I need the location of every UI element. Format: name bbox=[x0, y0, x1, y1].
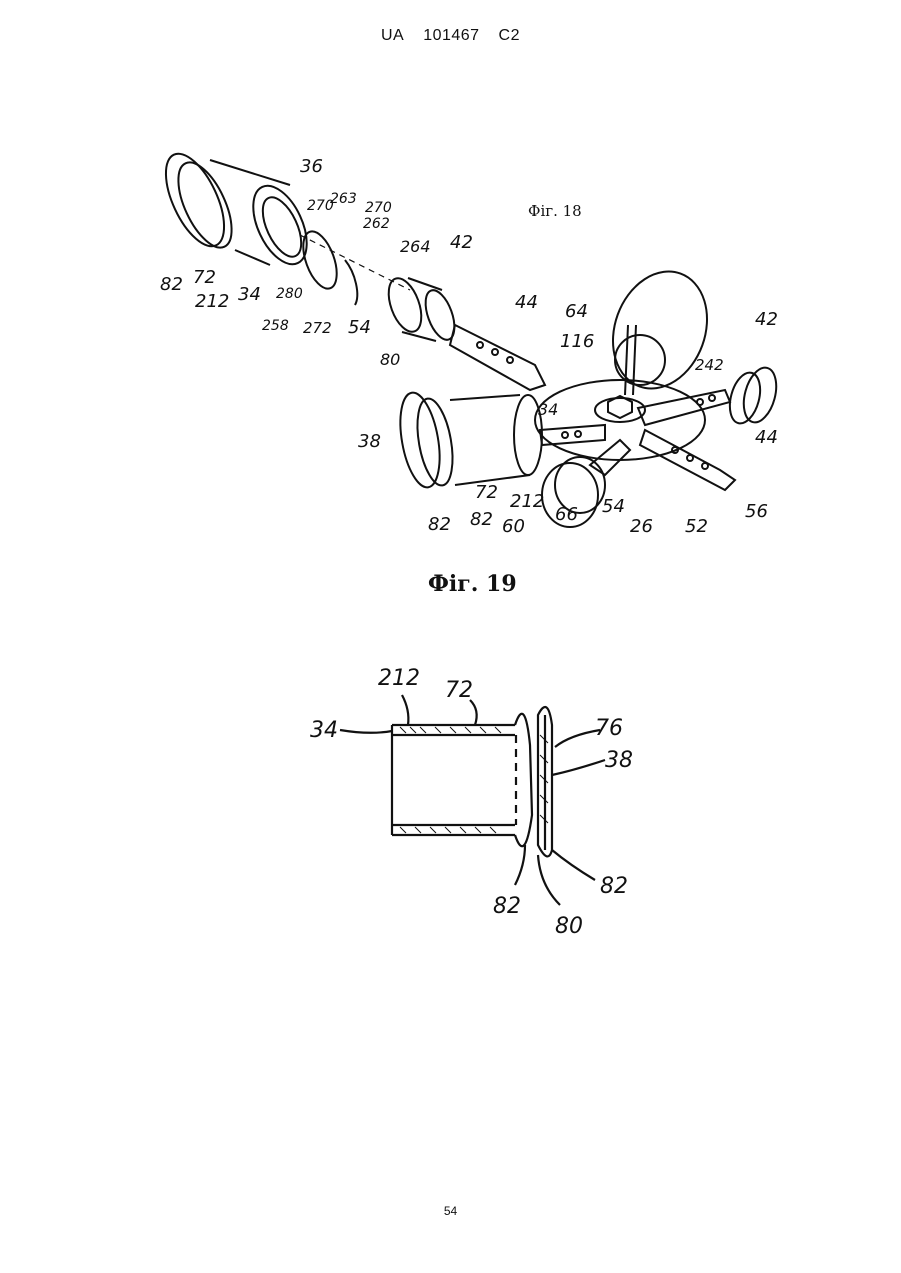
svg-text:212: 212 bbox=[195, 291, 229, 312]
svg-text:264: 264 bbox=[400, 237, 431, 256]
svg-text:52: 52 bbox=[685, 516, 708, 537]
svg-text:60: 60 bbox=[502, 516, 525, 537]
svg-text:82: 82 bbox=[470, 509, 493, 530]
svg-text:80: 80 bbox=[555, 914, 583, 939]
svg-text:270: 270 bbox=[365, 200, 392, 216]
svg-text:270: 270 bbox=[307, 198, 334, 214]
svg-text:212: 212 bbox=[378, 666, 420, 691]
svg-text:258: 258 bbox=[262, 318, 289, 334]
svg-text:44: 44 bbox=[755, 427, 778, 448]
figure-cross-section-drawing: 212 72 34 76 38 82 82 80 bbox=[300, 655, 660, 955]
header-country: UA bbox=[381, 27, 404, 44]
svg-text:66: 66 bbox=[555, 504, 578, 525]
svg-text:36: 36 bbox=[300, 156, 323, 177]
svg-text:82: 82 bbox=[160, 274, 183, 295]
svg-text:82: 82 bbox=[428, 514, 451, 535]
svg-text:80: 80 bbox=[380, 350, 400, 369]
svg-text:34: 34 bbox=[310, 718, 338, 743]
svg-text:42: 42 bbox=[755, 309, 778, 330]
svg-text:38: 38 bbox=[605, 748, 633, 773]
svg-text:212: 212 bbox=[510, 491, 544, 512]
svg-text:82: 82 bbox=[600, 874, 628, 899]
svg-text:116: 116 bbox=[560, 331, 594, 352]
svg-text:72: 72 bbox=[445, 678, 473, 703]
svg-text:44: 44 bbox=[515, 292, 538, 313]
svg-text:242: 242 bbox=[695, 356, 724, 374]
svg-text:34: 34 bbox=[238, 284, 261, 305]
figure-18-drawing: 36 263 270 270 262 264 42 44 64 116 42 2… bbox=[150, 140, 790, 540]
svg-text:82: 82 bbox=[493, 894, 521, 919]
figure-18-caption: Фіг. 18 bbox=[528, 202, 582, 220]
svg-text:26: 26 bbox=[630, 516, 653, 537]
figure-19-caption: Фіг. 19 bbox=[428, 571, 517, 597]
svg-text:64: 64 bbox=[565, 301, 588, 322]
svg-text:72: 72 bbox=[475, 482, 498, 503]
svg-text:263: 263 bbox=[330, 191, 357, 207]
svg-text:262: 262 bbox=[363, 216, 390, 232]
header-number: 101467 bbox=[423, 27, 479, 44]
patent-header: UA 101467 C2 bbox=[0, 27, 901, 45]
svg-text:54: 54 bbox=[602, 496, 625, 517]
svg-text:54: 54 bbox=[348, 317, 371, 338]
svg-text:42: 42 bbox=[450, 232, 473, 253]
svg-text:280: 280 bbox=[276, 286, 303, 302]
header-kind: C2 bbox=[499, 27, 520, 44]
svg-text:72: 72 bbox=[193, 267, 216, 288]
svg-text:272: 272 bbox=[303, 319, 332, 337]
svg-text:76: 76 bbox=[595, 716, 623, 741]
svg-text:56: 56 bbox=[745, 501, 768, 522]
page-number: 54 bbox=[0, 1204, 901, 1218]
svg-text:38: 38 bbox=[358, 431, 381, 452]
svg-text:34: 34 bbox=[538, 400, 558, 419]
